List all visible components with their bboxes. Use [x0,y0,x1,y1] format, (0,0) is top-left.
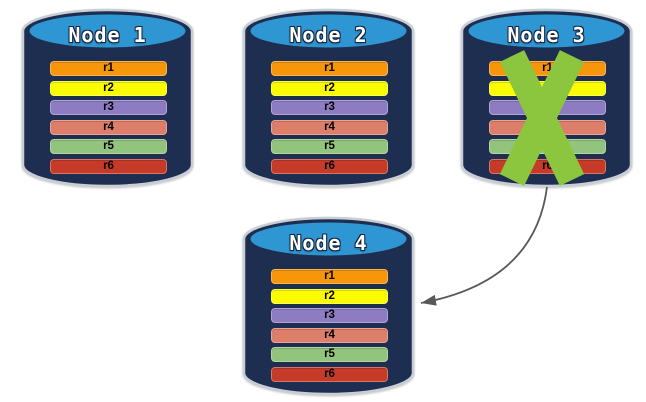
record-list: r1 r2 r3 r4 r5 r6 [271,61,388,179]
node-title: Node 4 [289,231,368,255]
record-bar: r5 [50,139,167,155]
record-label: r5 [324,348,335,361]
record-label: r6 [103,159,114,172]
cylinder-top [250,222,407,256]
record-label: r1 [324,62,335,74]
record-label: r4 [103,120,114,133]
record-list: r1 r2 r3 r4 r5 r6 [50,61,167,179]
record-bar: r1 [50,61,167,76]
node-3: Node 3 r1 r2 r3 r4 r5 r6 [460,8,633,188]
record-label: r5 [324,140,335,153]
record-label: r3 [324,309,335,322]
record-bar: r4 [50,119,167,135]
record-bar: r6 [271,366,388,382]
record-label: r2 [324,81,335,94]
record-label: r5 [103,140,114,153]
record-bar: r3 [271,100,388,116]
record-bar: r3 [271,308,388,324]
cylinder-top [250,14,407,48]
record-label: r6 [542,159,553,172]
record-bar: r2 [271,80,388,96]
arrow-curve [420,186,548,306]
node-1: Node 1 r1 r2 r3 r4 r5 r6 [21,8,194,188]
record-label: r6 [324,159,335,172]
record-bar: r4 [271,327,388,343]
record-label: r1 [103,62,114,74]
record-label: r4 [324,120,335,133]
cylinder-top [468,14,625,48]
record-label: r2 [103,81,114,94]
record-bar: r1 [271,269,388,284]
record-label: r1 [542,62,553,74]
record-label: r3 [103,101,114,114]
record-label: r2 [324,289,335,302]
record-label: r1 [324,270,335,282]
record-bar: r6 [271,158,388,174]
record-bar: r1 [271,61,388,76]
failure-x-icon [499,50,585,186]
record-label: r4 [324,328,335,341]
node-title: Node 2 [289,23,368,47]
record-bar: r3 [50,100,167,116]
record-bar: r4 [271,119,388,135]
record-label: r6 [324,367,335,380]
cylinder-top [29,14,186,48]
node-title: Node 3 [507,23,586,47]
node-2: Node 2 r1 r2 r3 r4 r5 r6 [242,8,415,188]
record-bar: r2 [271,288,388,304]
record-list: r1 r2 r3 r4 r5 r6 [271,269,388,387]
record-label: r3 [324,101,335,114]
record-bar: r6 [50,158,167,174]
record-bar: r2 [50,80,167,96]
record-bar: r5 [271,139,388,155]
record-bar: r5 [271,347,388,363]
node-title: Node 1 [68,23,147,47]
node-4: Node 4 r1 r2 r3 r4 r5 r6 [242,216,415,396]
